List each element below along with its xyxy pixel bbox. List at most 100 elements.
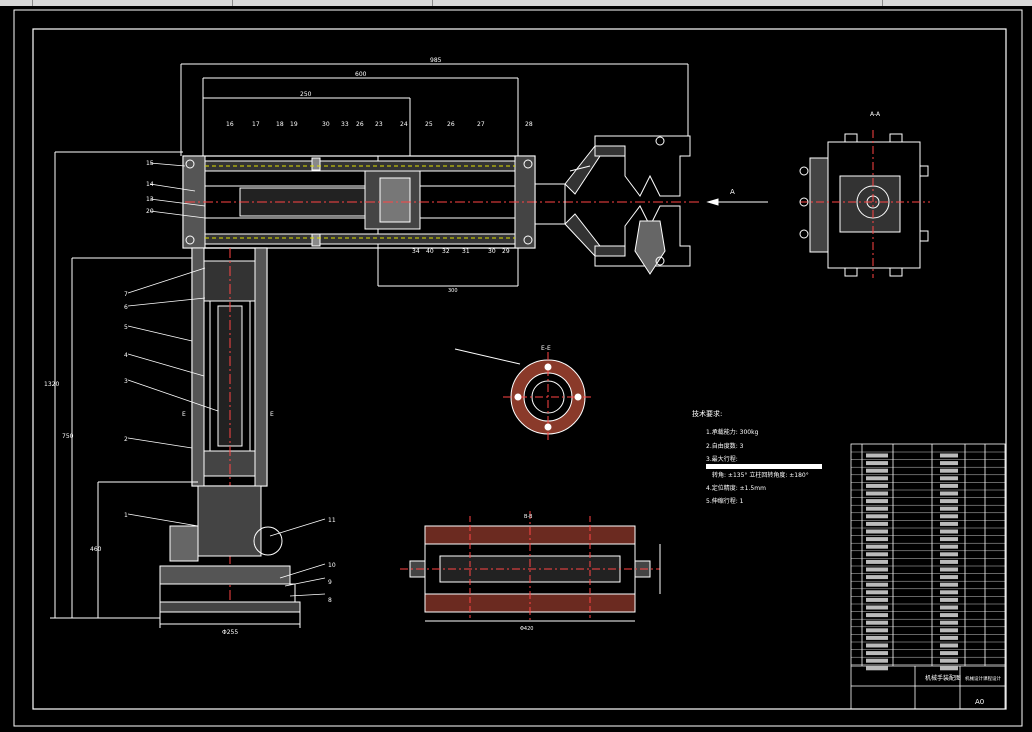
tech-req-item: 1.承载能力: 300kg — [706, 428, 759, 436]
part-callout-left: 4 — [124, 352, 128, 359]
parts-list-cell-text — [940, 544, 958, 549]
tech-req-item: 5.伸缩行程: 1 — [706, 497, 744, 505]
parts-list-cell-text — [866, 491, 888, 496]
tech-req-highlight — [706, 464, 822, 469]
part-callout-top: 25 — [425, 121, 433, 128]
parts-list-cell-text — [940, 635, 958, 640]
title-block-sheet: A0 — [975, 698, 984, 706]
parts-list-cell-text — [866, 476, 888, 481]
parts-list-cell-text — [866, 575, 888, 580]
part-callout-top: 33 — [341, 121, 349, 128]
parts-list-cell-text — [940, 628, 958, 633]
parts-list-cell-text — [940, 567, 958, 572]
cad-drawing-canvas[interactable]: 技术要求: 1.承载能力: 300kg 2.自由度数: 3 3.最大行程: 转角… — [0, 6, 1032, 732]
part-callout-top: 24 — [400, 121, 408, 128]
tab-segment[interactable] — [432, 0, 883, 6]
part-callout-mid: 29 — [502, 248, 510, 255]
tech-req-item: 4.定位精度: ±1.5mm — [706, 484, 766, 492]
parts-list-cell-text — [866, 597, 888, 602]
parts-list-cell-text — [866, 559, 888, 564]
dim-label: 600 — [355, 71, 367, 78]
part-callout-left: 3 — [124, 378, 128, 385]
dim-label: 1320 — [44, 381, 59, 388]
part-callout-left: 20 — [146, 208, 154, 215]
part-callout-top: 27 — [477, 121, 485, 128]
part-callout-top: 28 — [525, 121, 533, 128]
parts-list-cell-text — [940, 651, 958, 656]
part-callout-top: 16 — [226, 121, 234, 128]
tech-req-item: 转角: ±135° 立柱回转角度: ±180° — [712, 471, 809, 479]
parts-list-cell-text — [940, 666, 958, 671]
view-a-a — [799, 130, 930, 278]
parts-list-cell-text — [866, 635, 888, 640]
tab-segment[interactable] — [232, 0, 433, 6]
part-callout-top: 26 — [447, 121, 455, 128]
tech-req-heading: 技术要求: — [692, 409, 722, 418]
parts-list-cell-text — [940, 597, 958, 602]
parts-list-cell-text — [866, 628, 888, 633]
parts-list-cell-text — [940, 514, 958, 519]
part-callout-top: 18 — [276, 121, 284, 128]
part-callout-left: 2 — [124, 436, 128, 443]
parts-list-rows — [851, 451, 1005, 671]
title-block-name: 机械手装配图 — [925, 674, 961, 682]
parts-list-cell-text — [866, 620, 888, 625]
parts-list-cell-text — [866, 521, 888, 526]
part-callout-mid: 34 — [412, 248, 420, 255]
parts-list-cell-text — [940, 582, 958, 587]
parts-list-cell-text — [940, 491, 958, 496]
parts-list-cell-text — [866, 643, 888, 648]
parts-list-cell-text — [940, 552, 958, 557]
section-e-e — [454, 348, 593, 442]
parts-list-cell-text — [940, 658, 958, 663]
parts-list-cell-text — [866, 483, 888, 488]
part-callout-top: 30 — [322, 121, 330, 128]
title-block-school: 机械设计课程设计 — [965, 675, 1001, 682]
parts-list-cell-text — [940, 483, 958, 488]
section-marker-e: E — [182, 411, 186, 418]
parts-list-cell-text — [866, 605, 888, 610]
dim-label: Φ255 — [222, 629, 238, 636]
part-callout-top: 23 — [375, 121, 383, 128]
parts-list-cell-text — [940, 476, 958, 481]
part-callout-left: 6 — [124, 304, 128, 311]
part-callout-left: 5 — [124, 324, 128, 331]
parts-list-cell-text — [866, 666, 888, 671]
window-title-bar — [0, 0, 1032, 6]
part-callout-mid: 32 — [442, 248, 450, 255]
parts-list-cell-text — [940, 559, 958, 564]
tab-segment[interactable] — [0, 0, 33, 6]
section-b-b — [400, 511, 661, 622]
section-marker-e: E — [270, 411, 274, 418]
parts-list-cell-text — [940, 499, 958, 504]
parts-list-cell-text — [866, 499, 888, 504]
parts-list-cell-text — [866, 514, 888, 519]
parts-list-cell-text — [866, 552, 888, 557]
parts-list-cell-text — [866, 544, 888, 549]
parts-list-cell-text — [940, 521, 958, 526]
parts-list-cell-text — [866, 613, 888, 618]
arm-assembly — [50, 63, 768, 628]
parts-list-cell-text — [940, 605, 958, 610]
tech-req-item: 2.自由度数: 3 — [706, 442, 744, 450]
part-callout-base: 10 — [328, 562, 336, 569]
parts-list-cell-text — [866, 590, 888, 595]
tab-segment[interactable] — [32, 0, 233, 6]
parts-list-cell-text — [866, 506, 888, 511]
parts-list-cell-text — [940, 468, 958, 473]
parts-list-cell-text — [940, 537, 958, 542]
dim-label: 985 — [430, 57, 442, 64]
parts-list-cell-text — [866, 453, 888, 458]
outer-frame — [13, 9, 1023, 727]
dim-label: Φ420 — [520, 626, 533, 632]
parts-list-cell-text — [940, 529, 958, 534]
parts-list-cell-text — [866, 651, 888, 656]
part-callout-mid: 30 — [488, 248, 496, 255]
parts-list-cell-text — [866, 468, 888, 473]
dim-label: 300 — [448, 288, 458, 294]
part-callout-base: 9 — [328, 579, 332, 586]
section-label-e-e: E-E — [541, 345, 551, 352]
part-callout-top: 17 — [252, 121, 260, 128]
part-callout-base: 8 — [328, 597, 332, 604]
parts-list-cell-text — [866, 461, 888, 466]
